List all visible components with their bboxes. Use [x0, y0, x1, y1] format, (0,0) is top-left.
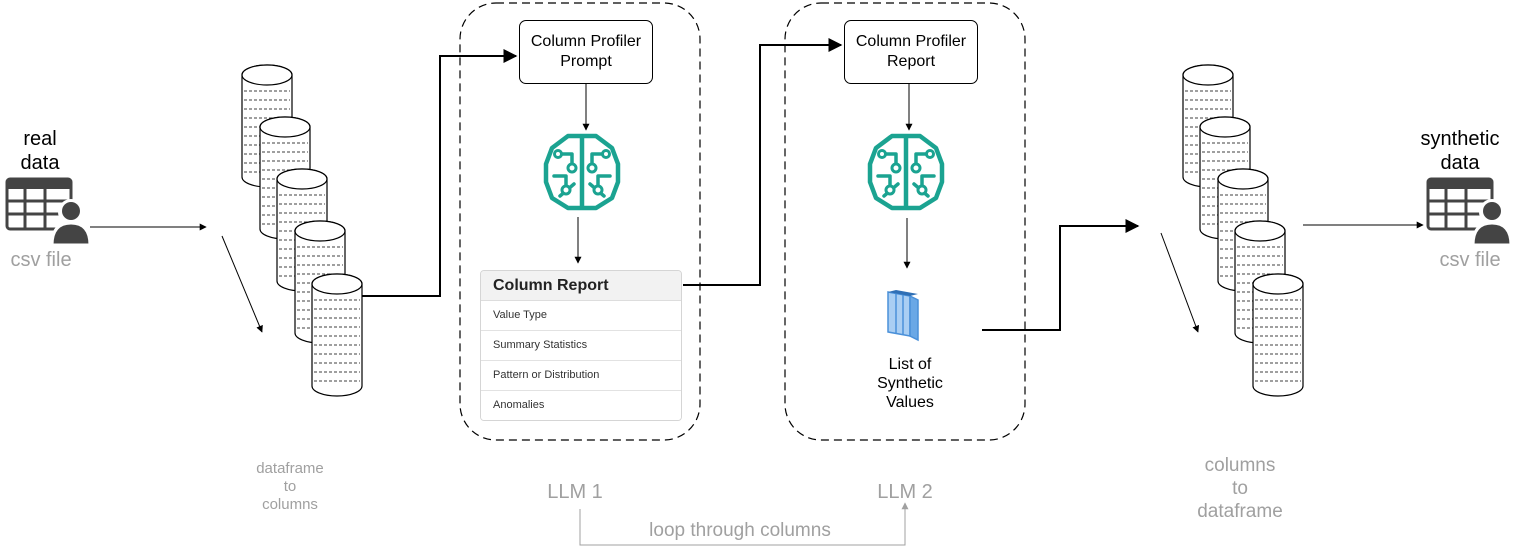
- llm2-group: [784, 2, 1026, 441]
- merge-cylinders: [1182, 64, 1304, 397]
- input-caption: csv file: [10, 249, 72, 271]
- llm1-brain-icon: [546, 136, 618, 208]
- column-profiler-prompt-box: Column Profiler Prompt: [519, 20, 653, 84]
- column-report-item: Pattern or Distribution: [481, 361, 681, 391]
- column-profiler-report-text: Column Profiler Report: [855, 33, 967, 70]
- database-column-icon: [311, 273, 363, 397]
- column-report-header: Column Report: [481, 271, 681, 301]
- output-title: synthetic data: [1420, 128, 1500, 174]
- split-label-line-2: to: [283, 478, 297, 495]
- column-report-item: Summary Statistics: [481, 331, 681, 361]
- output-caption: csv file: [1439, 249, 1501, 271]
- to-merge-arrow: [982, 219, 1140, 331]
- split-label: dataframe to columns: [235, 460, 345, 514]
- loop-arrow: [579, 502, 909, 546]
- column-profiler-prompt-text: Column Profiler Prompt: [530, 33, 642, 70]
- split-arrow: [221, 235, 263, 333]
- split-label-line-1: dataframe: [256, 460, 324, 477]
- merge-label: columns to dataframe: [1180, 455, 1300, 523]
- column-report-card: Column Report Value Type Summary Statist…: [480, 270, 682, 421]
- llm1-group: [459, 2, 701, 441]
- output-table-icon: [1426, 177, 1513, 247]
- database-column-icon: [1252, 273, 1304, 397]
- list-icon: [887, 290, 919, 342]
- merge-label-line-1: columns: [1204, 455, 1276, 476]
- input-title: real data: [20, 128, 60, 174]
- synthetic-values-label: List of Synthetic Values: [877, 356, 943, 412]
- input-table-icon: [5, 177, 92, 247]
- column-report-item: Anomalies: [481, 391, 681, 420]
- column-report-item: Value Type: [481, 301, 681, 331]
- llm1-label: LLM 1: [547, 481, 603, 503]
- llm2-brain-icon: [870, 136, 942, 208]
- to-llm1-arrow: [362, 49, 518, 297]
- merge-arrow: [1160, 232, 1200, 333]
- column-profiler-report-box: Column Profiler Report: [844, 20, 978, 84]
- merge-label-line-3: dataframe: [1197, 500, 1283, 522]
- split-cylinders: [241, 64, 363, 397]
- loop-label: loop through columns: [620, 520, 860, 543]
- split-label-line-3: columns: [262, 496, 318, 513]
- to-llm2-arrow: [683, 38, 843, 286]
- llm2-label: LLM 2: [877, 481, 933, 503]
- merge-label-line-2: to: [1232, 477, 1248, 499]
